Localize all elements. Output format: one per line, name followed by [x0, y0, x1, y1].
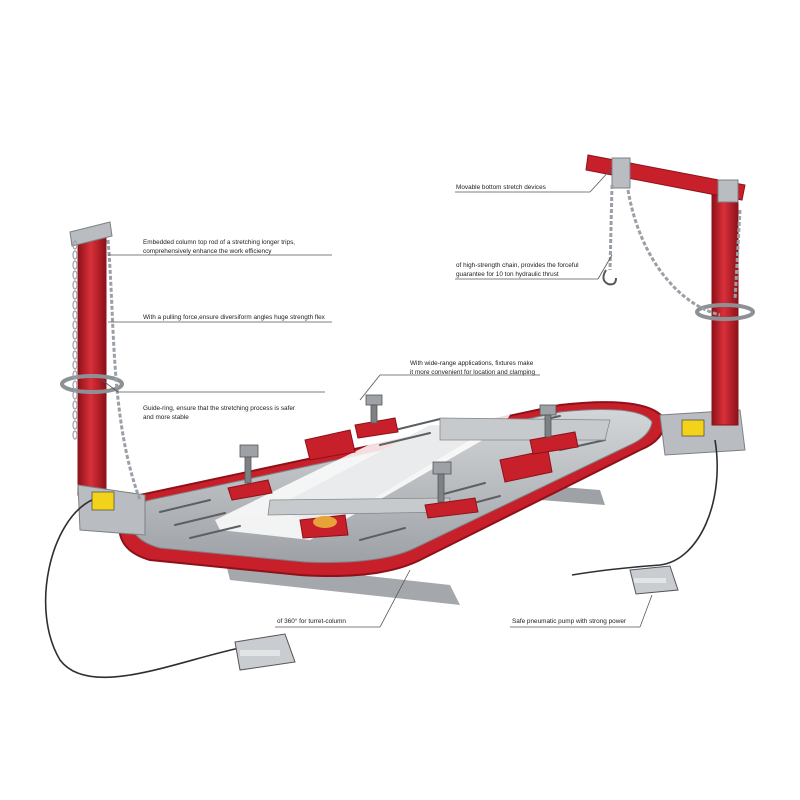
- callout-fixtures: With wide-range applications, fixtures m…: [410, 360, 535, 377]
- left-tower: [60, 221, 146, 536]
- callout-line: Movable bottom stretch devices: [456, 184, 546, 191]
- warning-label-icon: [91, 491, 115, 511]
- callout-leaders: [101, 167, 653, 628]
- chain-icon: [72, 240, 77, 440]
- guide-ring: [60, 374, 124, 394]
- fixture-head: [239, 394, 557, 503]
- callout-line: of 360° for turret-column: [277, 618, 346, 625]
- callout-chain: of high-strength chain, provides the for…: [456, 262, 579, 279]
- callout-line: it more convenient for location and clam…: [410, 368, 536, 376]
- callout-line: and more stable: [143, 413, 189, 421]
- callout-movable-stretch: Movable bottom stretch devices: [456, 184, 546, 193]
- fixture-post: [227, 417, 579, 519]
- callout-line: With wide-range applications, fixtures m…: [410, 360, 534, 367]
- callout-guide-ring: Guide-ring, ensure that the stretching p…: [143, 405, 295, 422]
- right-tower: [585, 154, 755, 426]
- guide-ring: [695, 303, 755, 321]
- yellow-hydraulic-cylinder: [313, 516, 337, 528]
- callout-line: comprehensively enhance the work efficie…: [143, 247, 272, 255]
- hydraulic-hose: [44, 439, 719, 679]
- bench-platform: [116, 401, 667, 577]
- chain-icon: [733, 209, 742, 301]
- callout-pump: Safe pneumatic pump with strong power: [512, 618, 626, 627]
- callout-pulling-force: With a pulling force,ensure diversiform …: [143, 314, 325, 323]
- callout-line: guarantee for 10 ton hydraulic thrust: [456, 270, 559, 278]
- callout-line: With a pulling force,ensure diversiform …: [143, 314, 325, 321]
- chain-icon: [626, 189, 721, 317]
- callout-line: Safe pneumatic pump with strong power: [512, 618, 627, 625]
- pneumatic-pump-icon: [234, 565, 679, 671]
- callout-line: Guide-ring, ensure that the stretching p…: [143, 405, 296, 412]
- callout-column-top: Embedded column top rod of a stretching …: [143, 239, 295, 256]
- callout-line: of high-strength chain, provides the for…: [456, 262, 579, 269]
- chain-icon: [608, 184, 614, 271]
- warning-label-icon: [681, 419, 705, 437]
- callout-turret: of 360° for turret-column: [277, 618, 346, 627]
- chain-icon: [106, 239, 142, 501]
- hook-icon: [602, 269, 617, 286]
- callout-line: Embedded column top rod of a stretching …: [143, 239, 296, 246]
